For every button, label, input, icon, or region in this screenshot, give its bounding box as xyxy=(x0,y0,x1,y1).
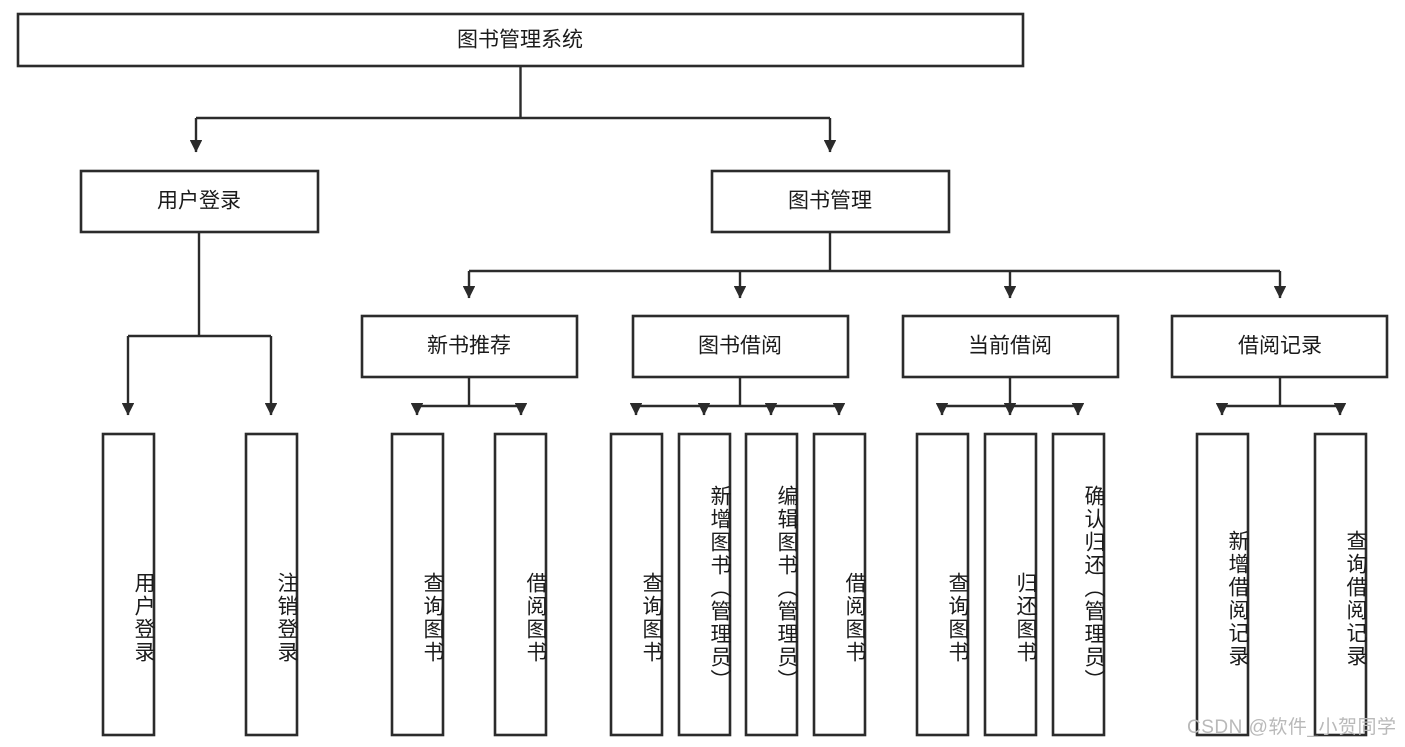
leafbox-confirm-return[interactable] xyxy=(1051,432,1106,737)
connector-borrow-record-branch xyxy=(1215,377,1347,416)
node-new-book-recommend-label: 新书推荐 xyxy=(427,335,511,358)
node-root[interactable]: 图书管理系统 xyxy=(16,12,1025,68)
node-book-manage[interactable]: 图书管理 xyxy=(710,169,951,234)
leafbox-query-record[interactable] xyxy=(1313,432,1368,737)
leafbox-borrow-book-2[interactable] xyxy=(812,432,867,737)
node-root-label: 图书管理系统 xyxy=(457,29,583,52)
leafbox-edit-book[interactable] xyxy=(744,432,799,737)
leafbox-add-book[interactable] xyxy=(677,432,732,737)
node-book-manage-label: 图书管理 xyxy=(788,190,872,213)
leafbox-borrow-book-1[interactable] xyxy=(493,432,548,737)
node-book-borrow[interactable]: 图书借阅 xyxy=(631,314,850,379)
connector-book-borrow-branch xyxy=(629,377,846,416)
leafbox-user-login[interactable] xyxy=(101,432,156,737)
connector-new-book-recommend-branch xyxy=(410,377,528,416)
connector-user-login-branch xyxy=(121,233,278,416)
node-user-login-label: 用户登录 xyxy=(157,190,241,213)
csdn-watermark: CSDN @软件_小贺同学 xyxy=(1187,717,1397,738)
connector-book-manage-branch xyxy=(462,233,1287,299)
leafbox-add-record[interactable] xyxy=(1195,432,1250,737)
node-current-borrow-label: 当前借阅 xyxy=(968,335,1052,358)
node-new-book-recommend[interactable]: 新书推荐 xyxy=(360,314,579,379)
connector-current-borrow-branch xyxy=(935,377,1085,416)
leafbox-query-book-2[interactable] xyxy=(609,432,664,737)
node-borrow-record-label: 借阅记录 xyxy=(1238,335,1322,358)
connector-root-stem xyxy=(189,67,837,153)
leafbox-query-book-1[interactable] xyxy=(390,432,445,737)
node-book-borrow-label: 图书借阅 xyxy=(698,335,782,358)
leafbox-logout-login[interactable] xyxy=(244,432,299,737)
node-borrow-record[interactable]: 借阅记录 xyxy=(1170,314,1389,379)
leafbox-query-book-3[interactable] xyxy=(915,432,970,737)
leafbox-return-book[interactable] xyxy=(983,432,1038,737)
node-current-borrow[interactable]: 当前借阅 xyxy=(901,314,1120,379)
node-user-login[interactable]: 用户登录 xyxy=(79,169,320,234)
